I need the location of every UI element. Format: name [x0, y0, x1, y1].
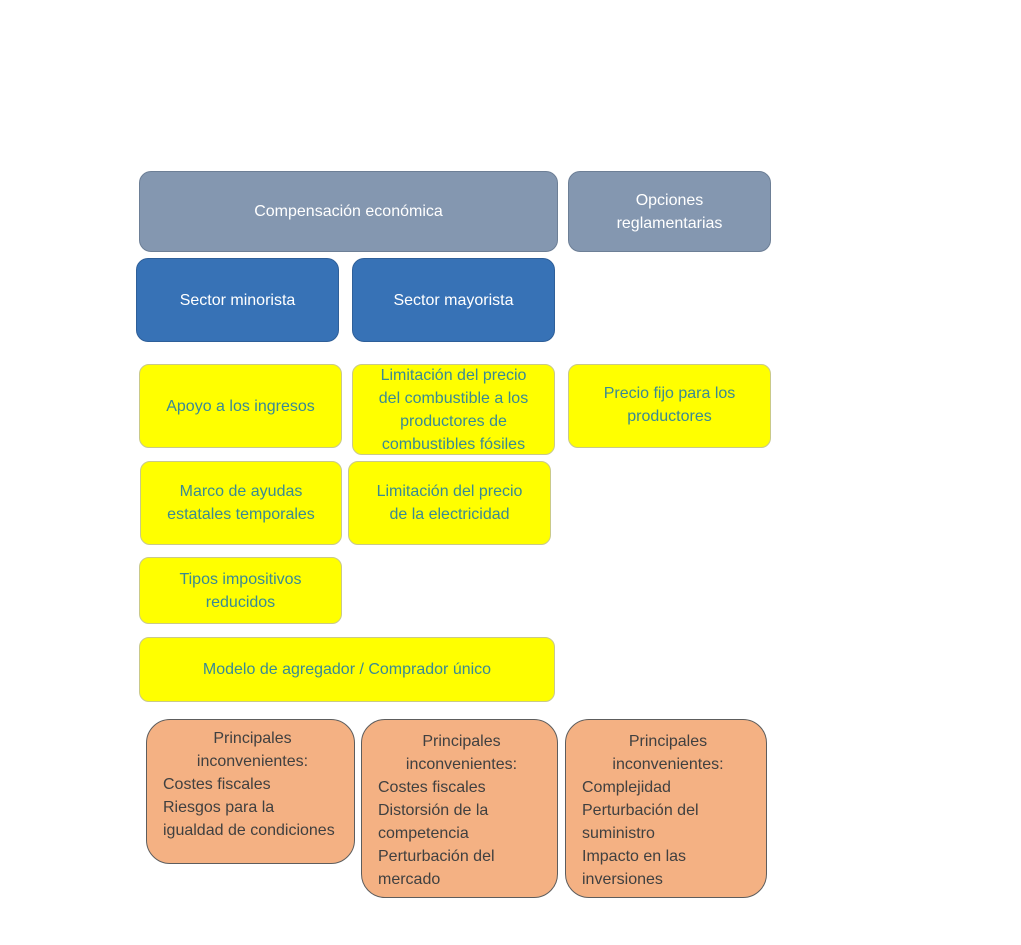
aggregator-model-label: Modelo de agregador / Comprador único	[202, 661, 492, 678]
income-support-label: Apoyo a los ingresos	[166, 397, 315, 415]
drawback-item: Perturbación del	[582, 802, 699, 819]
economic-compensation-box: Compensación económica	[139, 171, 558, 252]
drawbacks-title: Principales inconvenientes:	[196, 730, 309, 770]
drawback-item: Distorsión de la	[378, 802, 489, 819]
drawback-item: competencia	[378, 825, 469, 842]
reduced-tax-rates-box: Tipos impositivos reducidos	[139, 557, 342, 624]
fixed-producer-price-label: Precio fijo para los productores	[603, 385, 736, 425]
electricity-price-cap-box: Limitación del precio de la electricidad	[348, 461, 551, 545]
drawbacks-title: Principales inconvenientes:	[405, 733, 518, 773]
fuel-price-cap-box: Limitación del precio del combustible a …	[352, 364, 555, 455]
state-aid-framework-box: Marco de ayudas estatales temporales	[140, 461, 342, 545]
drawback-item: Impacto en las	[582, 848, 687, 865]
drawback-item: mercado	[378, 871, 441, 888]
drawback-item: Riesgos para la	[163, 799, 275, 816]
economic-compensation-label: Compensación económica	[254, 203, 443, 220]
drawback-item: inversiones	[582, 871, 663, 888]
wholesale-sector-box: Sector mayorista	[352, 258, 555, 342]
wholesale-sector-label: Sector mayorista	[393, 291, 514, 309]
reduced-tax-rates-label: Tipos impositivos reducidos	[179, 570, 302, 611]
electricity-price-cap-label: Limitación del precio de la electricidad	[376, 483, 523, 523]
regulatory-options-label: Opciones reglamentarias	[616, 191, 723, 232]
regulatory-options-box: Opciones reglamentarias	[568, 171, 771, 252]
drawback-item: Costes fiscales	[378, 779, 486, 796]
retail-sector-label: Sector minorista	[179, 291, 296, 309]
drawback-item: igualdad de condiciones	[163, 822, 335, 839]
aggregator-model-box: Modelo de agregador / Comprador único	[139, 637, 555, 702]
retail-sector-box: Sector minorista	[136, 258, 339, 342]
drawbacks-box-retail: Principales inconvenientes: Costes fisca…	[146, 719, 355, 864]
state-aid-framework-label: Marco de ayudas estatales temporales	[167, 483, 315, 523]
fuel-price-cap-label: Limitación del precio del combustible a …	[378, 366, 529, 453]
income-support-box: Apoyo a los ingresos	[139, 364, 342, 448]
drawbacks-title: Principales inconvenientes:	[612, 733, 724, 773]
drawback-item: Costes fiscales	[163, 776, 271, 793]
drawback-item: Perturbación del	[378, 848, 495, 865]
drawbacks-box-regulatory: Principales inconvenientes: Complejidad …	[565, 719, 767, 898]
fixed-producer-price-box: Precio fijo para los productores	[568, 364, 771, 448]
drawback-item: suministro	[582, 825, 655, 842]
drawbacks-box-wholesale: Principales inconvenientes: Costes fisca…	[361, 719, 558, 898]
drawback-item: Complejidad	[582, 779, 671, 796]
